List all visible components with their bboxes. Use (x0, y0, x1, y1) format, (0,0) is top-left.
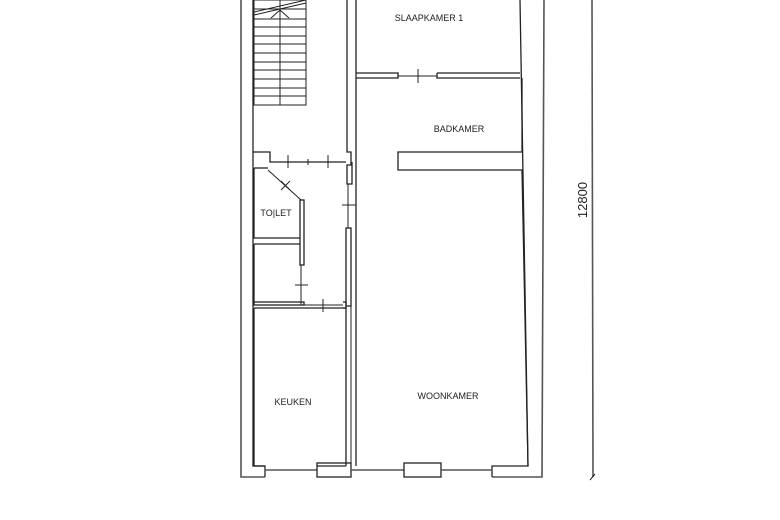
room-label-slaapkamer: SLAAPKAMER 1 (395, 13, 464, 23)
room-label-badkamer: BADKAMER (434, 124, 485, 134)
stair-arrow-icon (270, 9, 290, 19)
dimension-line: 12800 (575, 0, 596, 481)
room-label-keuken: KEUKEN (274, 397, 311, 407)
staircase (253, 0, 307, 106)
room-label-woonkamer: WOONKAMER (417, 391, 479, 401)
outer-walls (240, 0, 545, 478)
dimension-tick-icon (589, 473, 596, 481)
interior-walls (253, 0, 529, 467)
dimension-label: 12800 (575, 182, 590, 218)
bottom-facade (265, 462, 492, 478)
room-label-toilet: TO|LET (260, 208, 292, 218)
